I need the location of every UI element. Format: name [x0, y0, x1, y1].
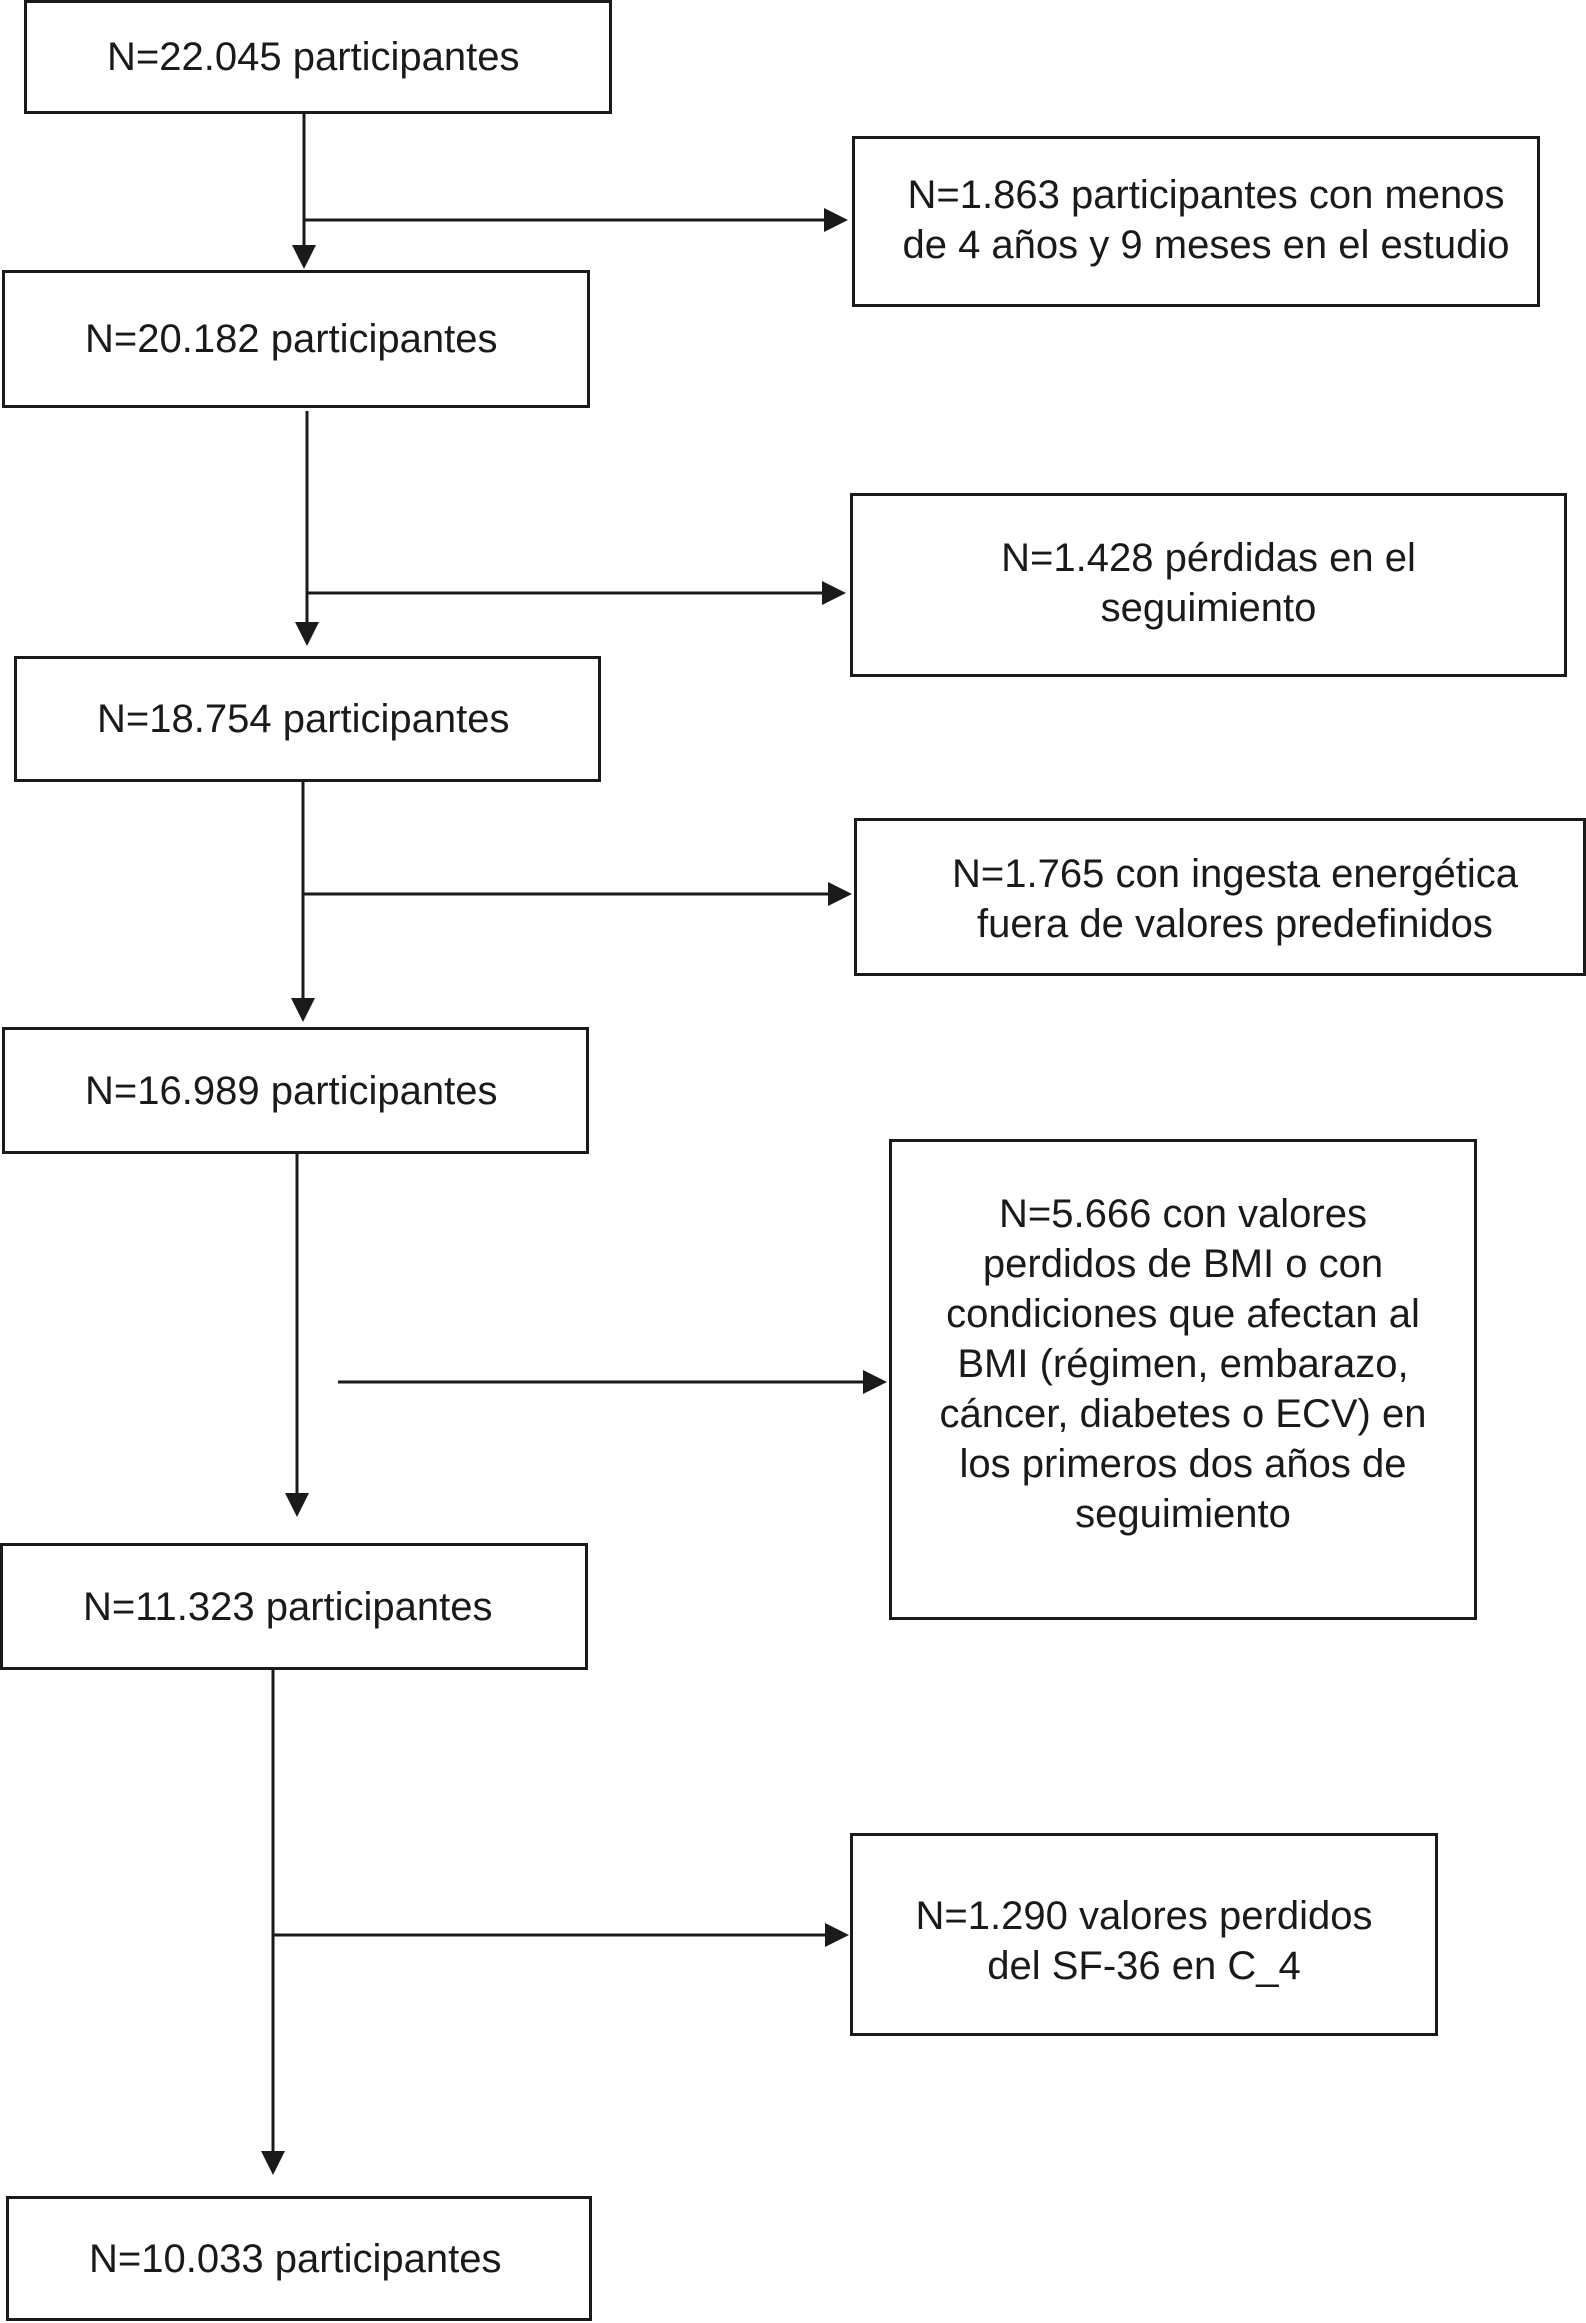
- exclusion-box-2-text: N=1.428 pérdidas en el seguimiento: [1001, 536, 1416, 630]
- flow-box-step-3: N=18.754 participantes: [14, 656, 601, 782]
- flow-box-step-4: N=16.989 participantes: [2, 1027, 589, 1154]
- exclusion-box-3-text: N=1.765 con ingesta energética fuera de …: [952, 852, 1518, 946]
- flow-box-initial-label: N=22.045 participantes: [107, 35, 520, 79]
- exclusion-box-5: N=1.290 valores perdidos del SF-36 en C_…: [850, 1833, 1438, 2036]
- flow-box-step-5-label: N=11.323 participantes: [83, 1584, 493, 1629]
- exclusion-box-1-text: N=1.863 participantes con menos de 4 año…: [902, 173, 1510, 267]
- exclusion-box-2: N=1.428 pérdidas en el seguimiento: [850, 493, 1567, 677]
- flow-box-step-4-label: N=16.989 participantes: [85, 1068, 498, 1113]
- flow-box-final: N=10.033 participantes: [6, 2196, 592, 2321]
- exclusion-box-3: N=1.765 con ingesta energética fuera de …: [854, 818, 1586, 976]
- exclusion-box-5-text: N=1.290 valores perdidos del SF-36 en C_…: [915, 1894, 1373, 1988]
- exclusion-box-4-text: N=5.666 con valores perdidos de BMI o co…: [939, 1192, 1427, 1536]
- flow-box-final-label: N=10.033 participantes: [89, 2236, 502, 2281]
- flow-box-step-2: N=20.182 participantes: [2, 270, 590, 408]
- exclusion-box-1: N=1.863 participantes con menos de 4 año…: [852, 136, 1540, 307]
- exclusion-box-4: N=5.666 con valores perdidos de BMI o co…: [889, 1139, 1477, 1620]
- flow-box-step-3-label: N=18.754 participantes: [97, 697, 510, 741]
- flow-box-step-5: N=11.323 participantes: [0, 1543, 588, 1670]
- flow-box-step-2-label: N=20.182 participantes: [85, 317, 498, 361]
- flow-box-initial: N=22.045 participantes: [24, 0, 612, 114]
